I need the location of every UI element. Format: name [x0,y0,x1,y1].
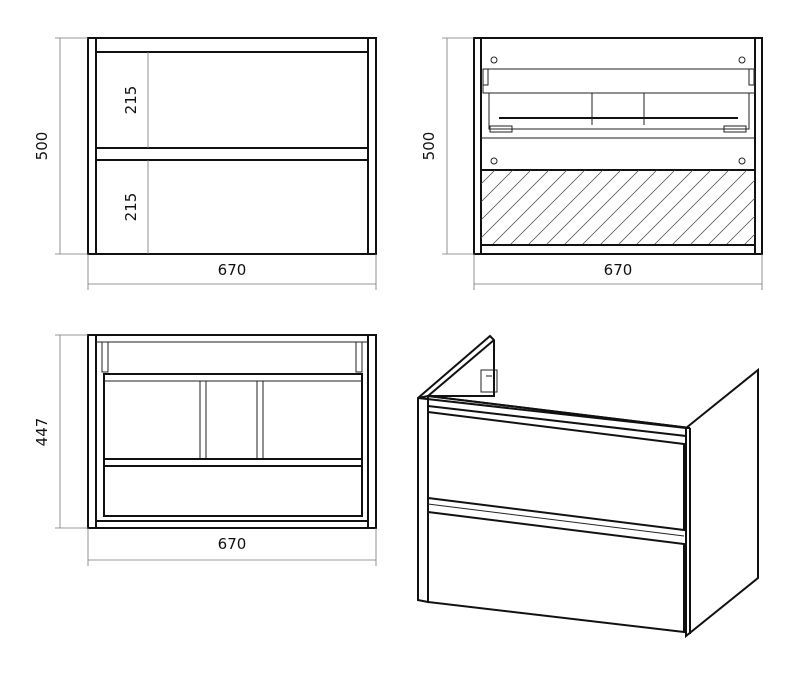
hatch-line [707,197,755,245]
hatch-line [617,170,694,245]
back-view: 500 670 [420,37,800,290]
dim-top-depth: 447 [33,418,51,447]
hatch-line [743,233,755,245]
hatch-line [671,170,748,245]
dim-drawer-top: 215 [122,86,140,115]
hatch-line [509,170,586,245]
hatch-line [481,170,532,221]
hatch-line [635,170,712,245]
drawer-bottom [95,159,369,255]
iso-drawer-top [427,410,685,532]
hatch-line [545,170,622,245]
hatch-line [599,170,676,245]
hatch-line [780,170,800,245]
dim-drawer-bottom: 215 [122,193,140,222]
hatch-line [527,170,604,245]
dim-front-width: 670 [218,261,247,279]
dim-back-height: 500 [420,132,438,161]
front-view: 215 215 500 670 [33,37,377,290]
hatch-line [491,170,568,245]
hatch-line [563,170,640,245]
iso-drawer-bottom [427,510,685,634]
hatch-line [689,179,755,245]
hatched-section [481,170,800,245]
wall-bracket [480,369,498,393]
dim-front-height: 500 [33,132,51,161]
hatch-line [762,170,800,245]
hatch-line [481,170,496,185]
hatch-line [653,170,730,245]
hatch-line [481,170,550,239]
hatch-line [725,215,755,245]
dim-back-width: 670 [604,261,633,279]
hatch-line [481,170,514,203]
hatch-line [581,170,658,245]
top-view: 447 670 [33,334,377,566]
isometric-view [417,334,759,639]
dim-top-width: 670 [218,535,247,553]
drawer-top [95,51,369,149]
